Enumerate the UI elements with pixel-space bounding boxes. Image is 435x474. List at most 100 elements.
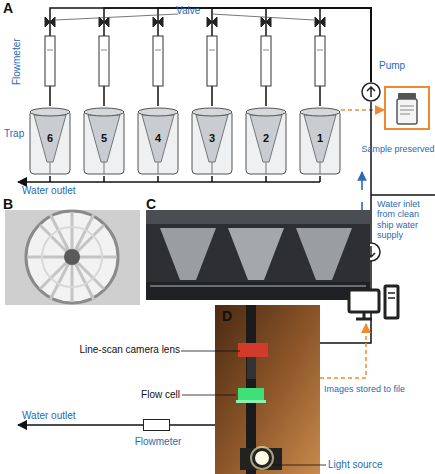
flow-arrow (361, 172, 363, 190)
water-pipe (104, 8, 371, 106)
leader-line (212, 14, 314, 20)
trap-number: 5 (83, 132, 125, 144)
photo-d (247, 357, 256, 379)
trap-outline (192, 110, 232, 174)
photo-d (246, 305, 256, 474)
valve-symbol (45, 17, 325, 27)
photo-d (255, 451, 269, 465)
data-arrow (320, 324, 366, 378)
flowmeter-symbol (207, 36, 217, 86)
photo-c (146, 210, 370, 300)
photo-c (146, 282, 370, 300)
computer-icon (356, 312, 372, 319)
trap-outline (50, 162, 51, 174)
trap-outline (84, 110, 124, 174)
trap-outline (138, 108, 178, 116)
drain-pipe (50, 176, 320, 182)
photo-d (240, 448, 282, 470)
trap-node: 3 (191, 106, 233, 176)
photo-c (146, 210, 370, 224)
photo-c (296, 228, 352, 280)
panel-letter: B (3, 196, 13, 212)
trap-node: 4 (137, 106, 179, 176)
trap-outline (266, 162, 267, 174)
sample-box: Sample preserved (384, 86, 430, 130)
water-pipe (158, 8, 371, 106)
part-label: Trap (4, 128, 24, 140)
part-label: Flowmeter (11, 37, 23, 87)
pump-symbol (362, 243, 380, 261)
part-label: Line-scan camera lens (60, 344, 180, 356)
valve-symbol (99, 17, 109, 27)
leader-line (182, 395, 236, 396)
trap-number: 1 (299, 132, 341, 144)
flowmeter-symbol (153, 36, 163, 86)
photo-b (42, 227, 102, 287)
jar-icon (397, 99, 417, 124)
trap-outline (246, 108, 286, 116)
flow-label: Water outlet (22, 410, 76, 422)
photo-b (5, 210, 140, 305)
outlet-pipe (18, 424, 215, 426)
jar-icon (386, 88, 428, 128)
photo-b (27, 212, 117, 302)
trap-number: 3 (191, 132, 233, 144)
trap-node: 2 (245, 106, 287, 176)
trap-outline (158, 162, 159, 174)
photo-c (150, 285, 366, 287)
pump-outline (362, 83, 380, 101)
flowmeter-symbol (261, 36, 271, 86)
drain-pipe (18, 181, 320, 183)
jar-icon (400, 106, 414, 114)
flow-label: Images stored to file (324, 384, 405, 394)
jar-icon (398, 93, 416, 99)
panel-letter: D (222, 308, 232, 324)
photo-d (215, 305, 320, 474)
trap-outline (212, 162, 213, 174)
trap-node: 5 (83, 106, 125, 176)
leader-line (181, 351, 240, 352)
pump-symbol (362, 243, 380, 261)
leader-line (272, 465, 326, 466)
part-label: Light source (328, 459, 382, 471)
trap-outline (30, 110, 70, 174)
valve-symbol (45, 17, 55, 27)
sample-label: Sample preserved (359, 144, 435, 154)
trap-node: 6 (29, 106, 71, 176)
flowmeter-symbol (315, 36, 325, 86)
part-label: Flow cell (120, 389, 180, 401)
water-pipe (212, 8, 371, 106)
photo-b (5, 210, 140, 305)
photo-c (228, 228, 284, 280)
flowmeter-symbol (99, 36, 109, 86)
photo-b (64, 249, 80, 265)
flow-arrow (361, 202, 363, 222)
flowmeter-label: Flowmeter (132, 436, 184, 447)
outlet-pipe (18, 424, 215, 426)
trap-outline (320, 162, 321, 174)
photo-d (215, 305, 320, 474)
supply-pipe (320, 261, 371, 343)
photo-c (146, 210, 370, 300)
trap-outline (30, 108, 70, 116)
leader-line (181, 351, 326, 465)
photo-d (251, 447, 273, 469)
pump-symbol (367, 246, 375, 257)
panel-letter: C (146, 196, 156, 212)
valve-symbol (315, 17, 325, 27)
trap-outline (300, 110, 340, 174)
computer-icon (349, 286, 398, 319)
part-label: Valve (176, 5, 200, 17)
pump-outline (367, 87, 375, 97)
photo-d (238, 388, 264, 400)
panel-letter: A (3, 0, 13, 16)
supply-pipe (370, 102, 372, 243)
trap-outline (104, 162, 105, 174)
flowmeter-symbol (47, 50, 323, 51)
flow-label: Water outlet (22, 185, 76, 197)
trap-outline (300, 108, 340, 116)
sample-arrow (341, 109, 384, 111)
drain-pipe (18, 176, 320, 182)
